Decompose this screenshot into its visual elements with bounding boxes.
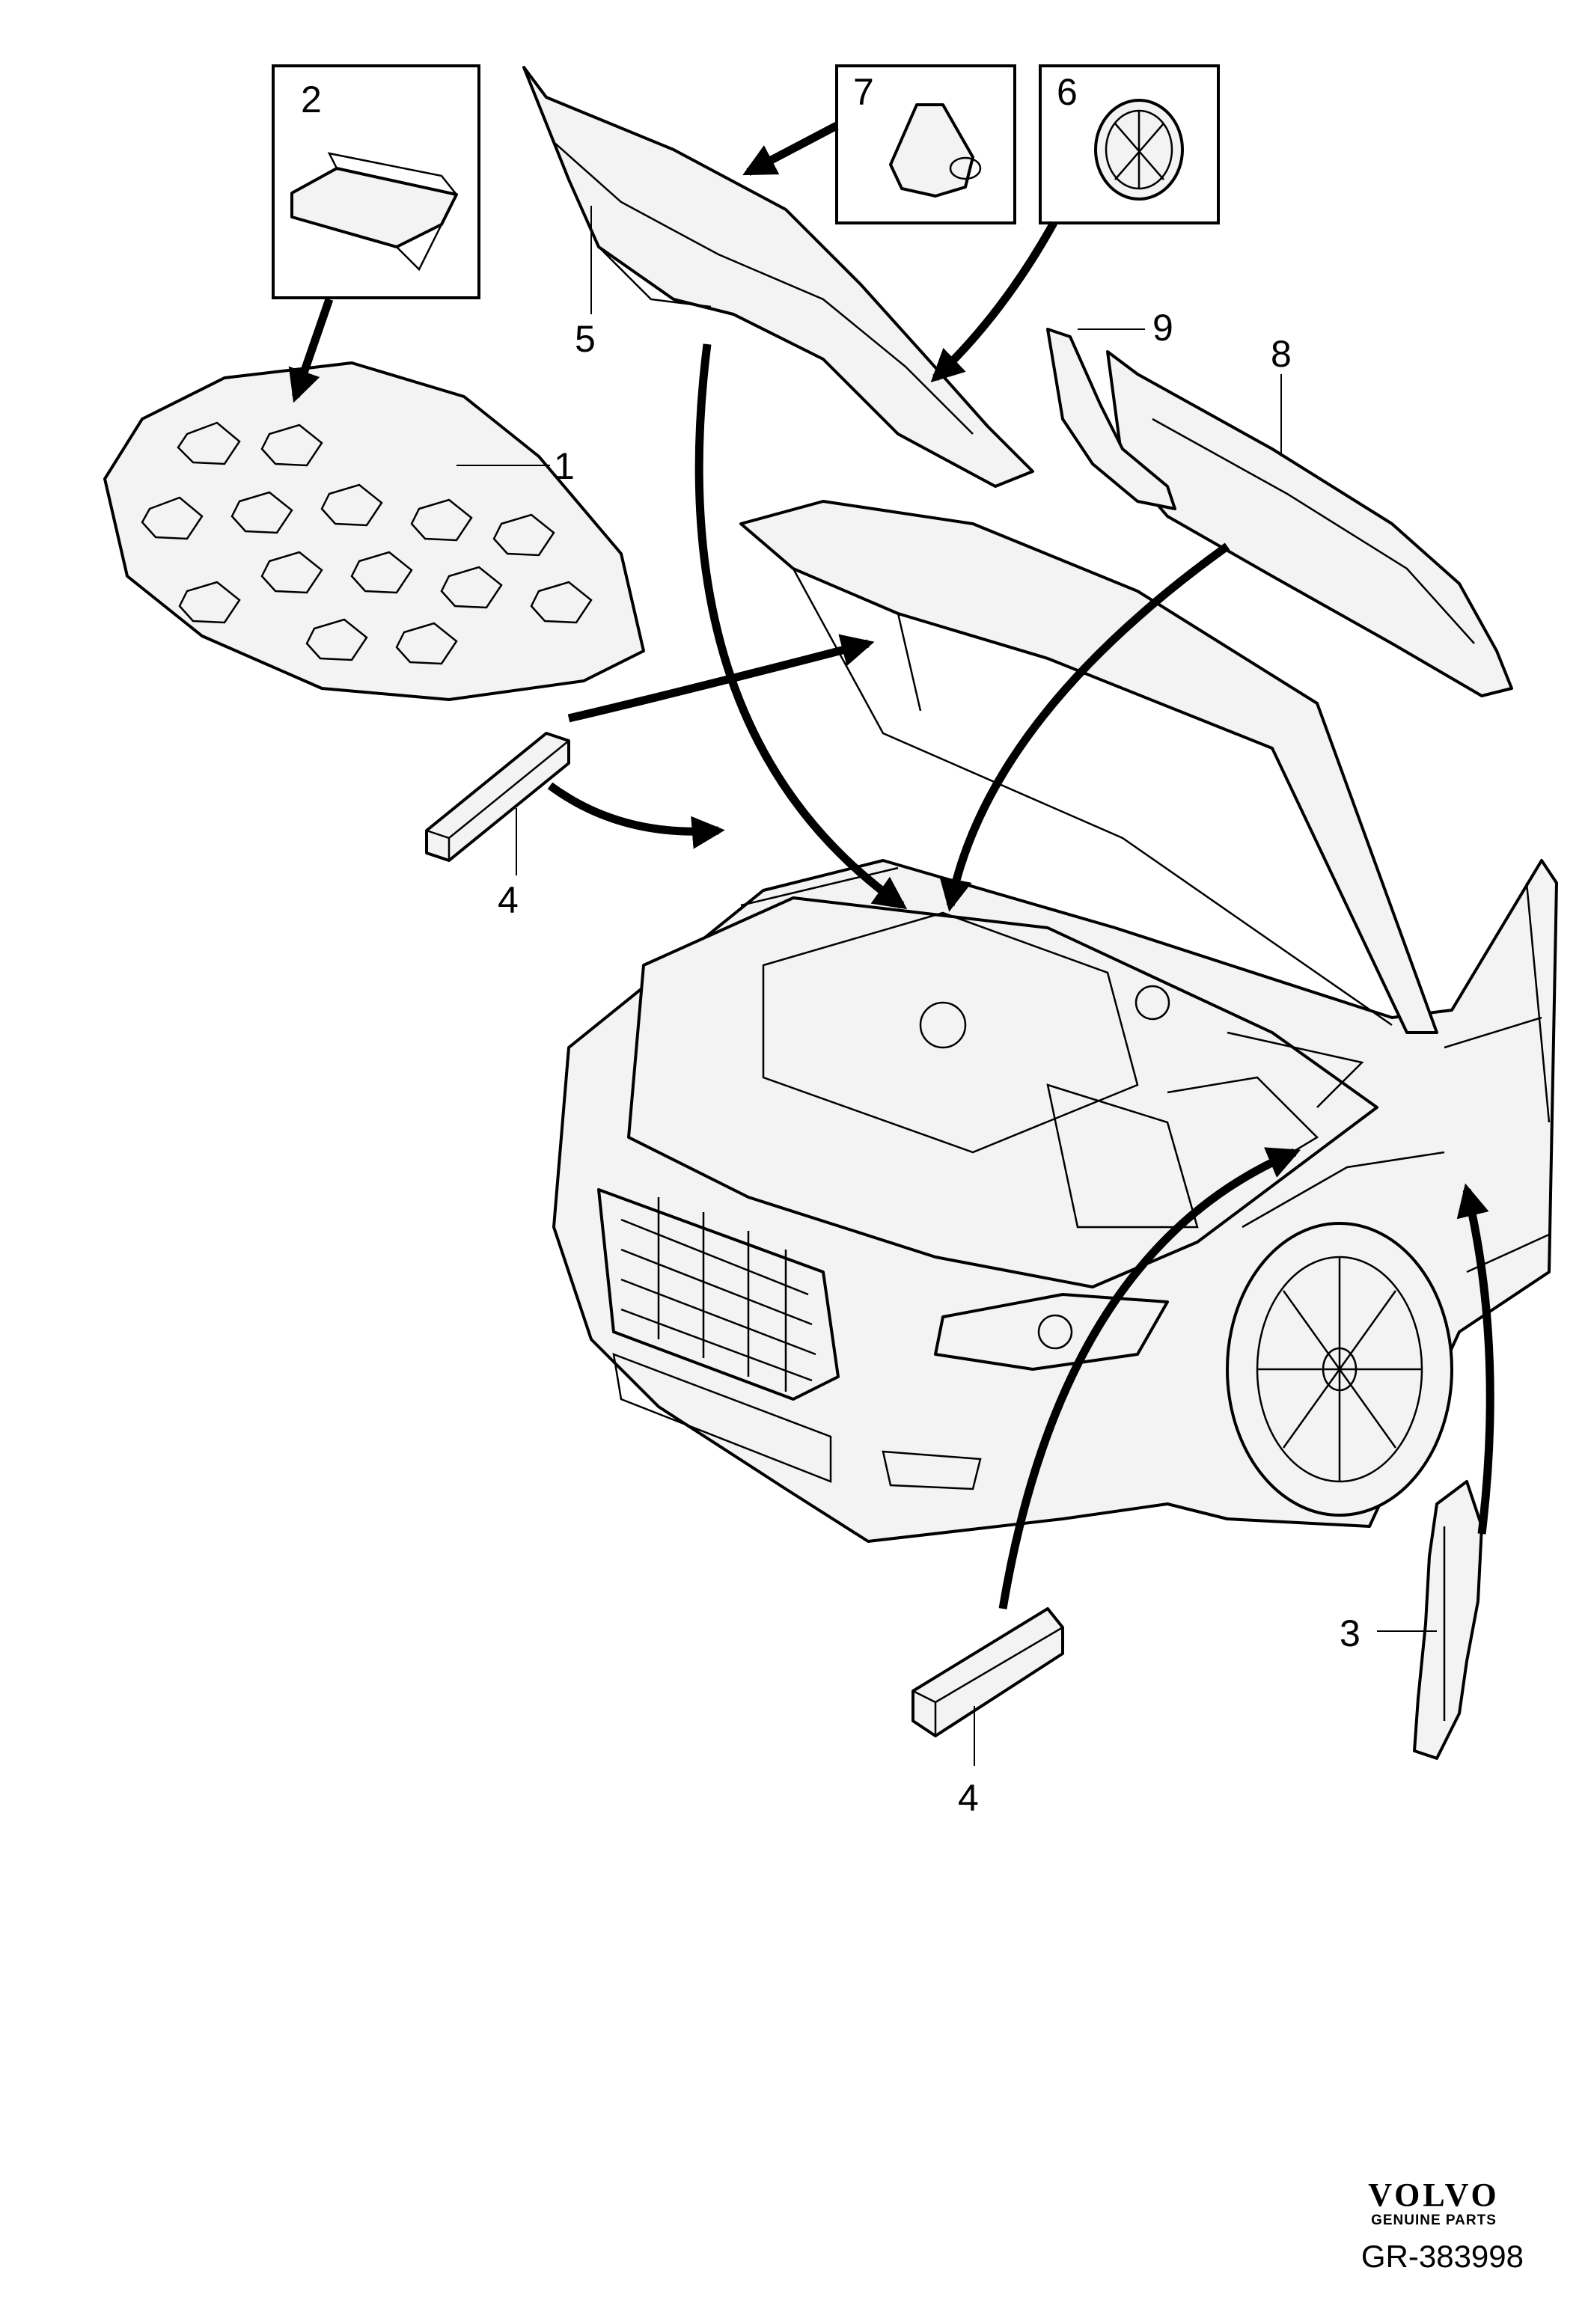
callout-3: 3 <box>1340 1612 1361 1654</box>
part-8-insulation <box>1106 350 1513 697</box>
callout-1: 1 <box>554 445 575 487</box>
callout-7: 7 <box>853 71 874 113</box>
volvo-logo-text: VOLVO <box>1368 2177 1500 2213</box>
callout-9: 9 <box>1152 307 1173 349</box>
part-6-grommet-box <box>1039 64 1220 224</box>
pointer-arrows <box>288 122 1494 1609</box>
diagram-reference-number: GR-383998 <box>1361 2239 1524 2274</box>
part-1-hood-insulation <box>103 361 645 701</box>
car-illustration <box>552 500 1558 1543</box>
callout-8: 8 <box>1271 333 1292 375</box>
part-7-pushpin-box <box>835 64 1016 224</box>
part-9-bracket <box>1046 328 1176 510</box>
part-2-clip-box <box>272 64 480 299</box>
callout-6: 6 <box>1057 71 1078 113</box>
genuine-parts-label: GENUINE PARTS <box>1371 2213 1497 2228</box>
callout-4b: 4 <box>958 1777 979 1819</box>
part-5-cowl-insulation <box>522 66 1034 488</box>
callout-5: 5 <box>575 318 596 360</box>
part-4-foam-lower <box>911 1607 1064 1737</box>
part-4-foam-upper <box>425 732 570 862</box>
part-3-side-insulation <box>1413 1480 1483 1760</box>
callout-2: 2 <box>301 79 322 120</box>
callout-4a: 4 <box>498 879 519 921</box>
volvo-brand-mark: VOLVO GENUINE PARTS <box>1344 2179 1524 2230</box>
